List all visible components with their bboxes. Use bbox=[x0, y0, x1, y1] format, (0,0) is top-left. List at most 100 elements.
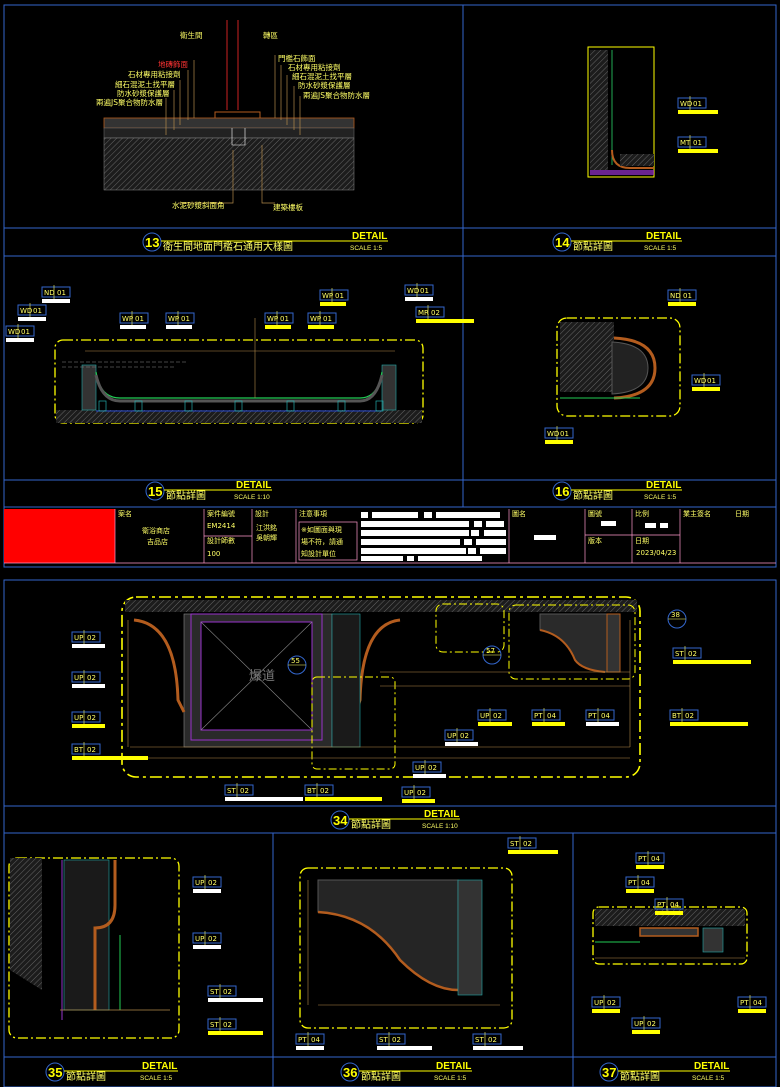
tag-material-code: WD bbox=[407, 287, 419, 295]
tag-description-bar bbox=[738, 1009, 766, 1013]
tag-description-bar bbox=[296, 1046, 324, 1050]
tag-material-number: 04 bbox=[547, 712, 556, 720]
tag-material-code: BT bbox=[672, 712, 682, 720]
tag-description-bar bbox=[208, 998, 263, 1002]
tag-material-number: 01 bbox=[181, 315, 190, 323]
tag-description-bar bbox=[592, 1009, 620, 1013]
tag-material-number: 01 bbox=[323, 315, 332, 323]
tag-box bbox=[415, 306, 445, 318]
tag-description-bar bbox=[208, 1031, 263, 1035]
layer-label: 門檻石飾面 bbox=[278, 53, 316, 63]
tag-material-number: 02 bbox=[607, 999, 616, 1007]
room-label-bathroom: 衛生間 bbox=[180, 30, 203, 40]
svg-text:57: 57 bbox=[486, 647, 495, 655]
title-block bbox=[4, 509, 776, 564]
tag-box bbox=[531, 709, 561, 721]
tag-box bbox=[71, 631, 101, 643]
tag-material-number: 01 bbox=[560, 430, 569, 438]
project-name: 衛浴商店 bbox=[142, 526, 170, 535]
detail-35-drawing bbox=[8, 857, 180, 1039]
tag-material-code: UP bbox=[195, 879, 204, 887]
tag-material-number: 02 bbox=[392, 1036, 401, 1044]
tag-description-bar bbox=[377, 1046, 432, 1050]
tag-material-code: ND bbox=[44, 289, 55, 297]
tag-material-number: 04 bbox=[753, 999, 762, 1007]
tag-description-bar bbox=[692, 387, 720, 391]
callout-57: 57 bbox=[482, 645, 502, 665]
tag-box bbox=[591, 996, 621, 1008]
detail-name: 衛生間地面門檻石通用大樣圖 bbox=[163, 240, 293, 253]
tag-material-code: UP bbox=[447, 732, 456, 740]
tag-material-code: WD bbox=[547, 430, 559, 438]
tag-material-code: BT bbox=[74, 746, 84, 754]
tag-material-number: 02 bbox=[208, 935, 217, 943]
tag-material-code: WD bbox=[694, 377, 706, 385]
tag-material-code: WP bbox=[122, 315, 133, 323]
tag-material-number: 02 bbox=[320, 787, 329, 795]
owner-sign-label: 業主簽名 bbox=[683, 509, 711, 518]
detail-number-circle bbox=[599, 1062, 619, 1082]
tag-material-code: BT bbox=[307, 787, 317, 795]
date-value: 2023/04/23 bbox=[636, 549, 676, 557]
detail-16-drawing bbox=[556, 317, 681, 417]
layer-label: 石材專用粘接劑 bbox=[128, 69, 181, 79]
tag-material-code: UP bbox=[74, 634, 83, 642]
layer-label: 水泥砂漿斜面角 bbox=[172, 200, 225, 210]
tag-material-number: 01 bbox=[693, 100, 702, 108]
design-count: 100 bbox=[207, 550, 220, 558]
detail-number: 13 bbox=[145, 235, 159, 250]
tag-description-bar bbox=[668, 302, 696, 306]
tag-material-code: PT bbox=[628, 879, 637, 887]
tag-material-number: 02 bbox=[208, 879, 217, 887]
detail-number: 37 bbox=[602, 1065, 616, 1080]
callout-38: 38 bbox=[667, 609, 687, 629]
tag-material-code: ND bbox=[670, 292, 681, 300]
tag-description-bar bbox=[308, 325, 334, 329]
tag-description-bar bbox=[655, 911, 683, 915]
svg-text:55: 55 bbox=[291, 657, 300, 665]
date-label: 日期 bbox=[635, 537, 649, 545]
tag-description-bar bbox=[586, 722, 619, 726]
detail-number-circle bbox=[142, 232, 162, 252]
tag-description-bar bbox=[405, 297, 433, 301]
detail-name: 節點詳圖 bbox=[351, 818, 391, 831]
tag-material-number: 02 bbox=[417, 789, 426, 797]
tag-material-code: PT bbox=[298, 1036, 307, 1044]
tag-box bbox=[307, 312, 337, 324]
drawing-name-label: 圖名 bbox=[512, 509, 526, 518]
detail-scale: SCALE 1:5 bbox=[692, 1075, 725, 1082]
detail-name: 節點詳圖 bbox=[166, 489, 206, 502]
tag-box bbox=[477, 709, 507, 721]
tag-material-number: 04 bbox=[311, 1036, 320, 1044]
detail-37-drawing bbox=[592, 906, 748, 965]
tag-material-number: 02 bbox=[240, 787, 249, 795]
tag-box bbox=[165, 312, 195, 324]
detail-36-drawing bbox=[299, 867, 513, 1029]
tag-material-number: 02 bbox=[223, 1021, 232, 1029]
tag-description-bar bbox=[120, 325, 146, 329]
detail-heading: DETAIL bbox=[646, 480, 681, 491]
version-label: 版本 bbox=[588, 536, 602, 545]
detail-number: 15 bbox=[148, 484, 162, 499]
notes-label: 注意事項 bbox=[299, 509, 327, 518]
tag-description-bar bbox=[673, 660, 751, 664]
tag-box bbox=[404, 284, 434, 296]
detail-number: 16 bbox=[555, 484, 569, 499]
